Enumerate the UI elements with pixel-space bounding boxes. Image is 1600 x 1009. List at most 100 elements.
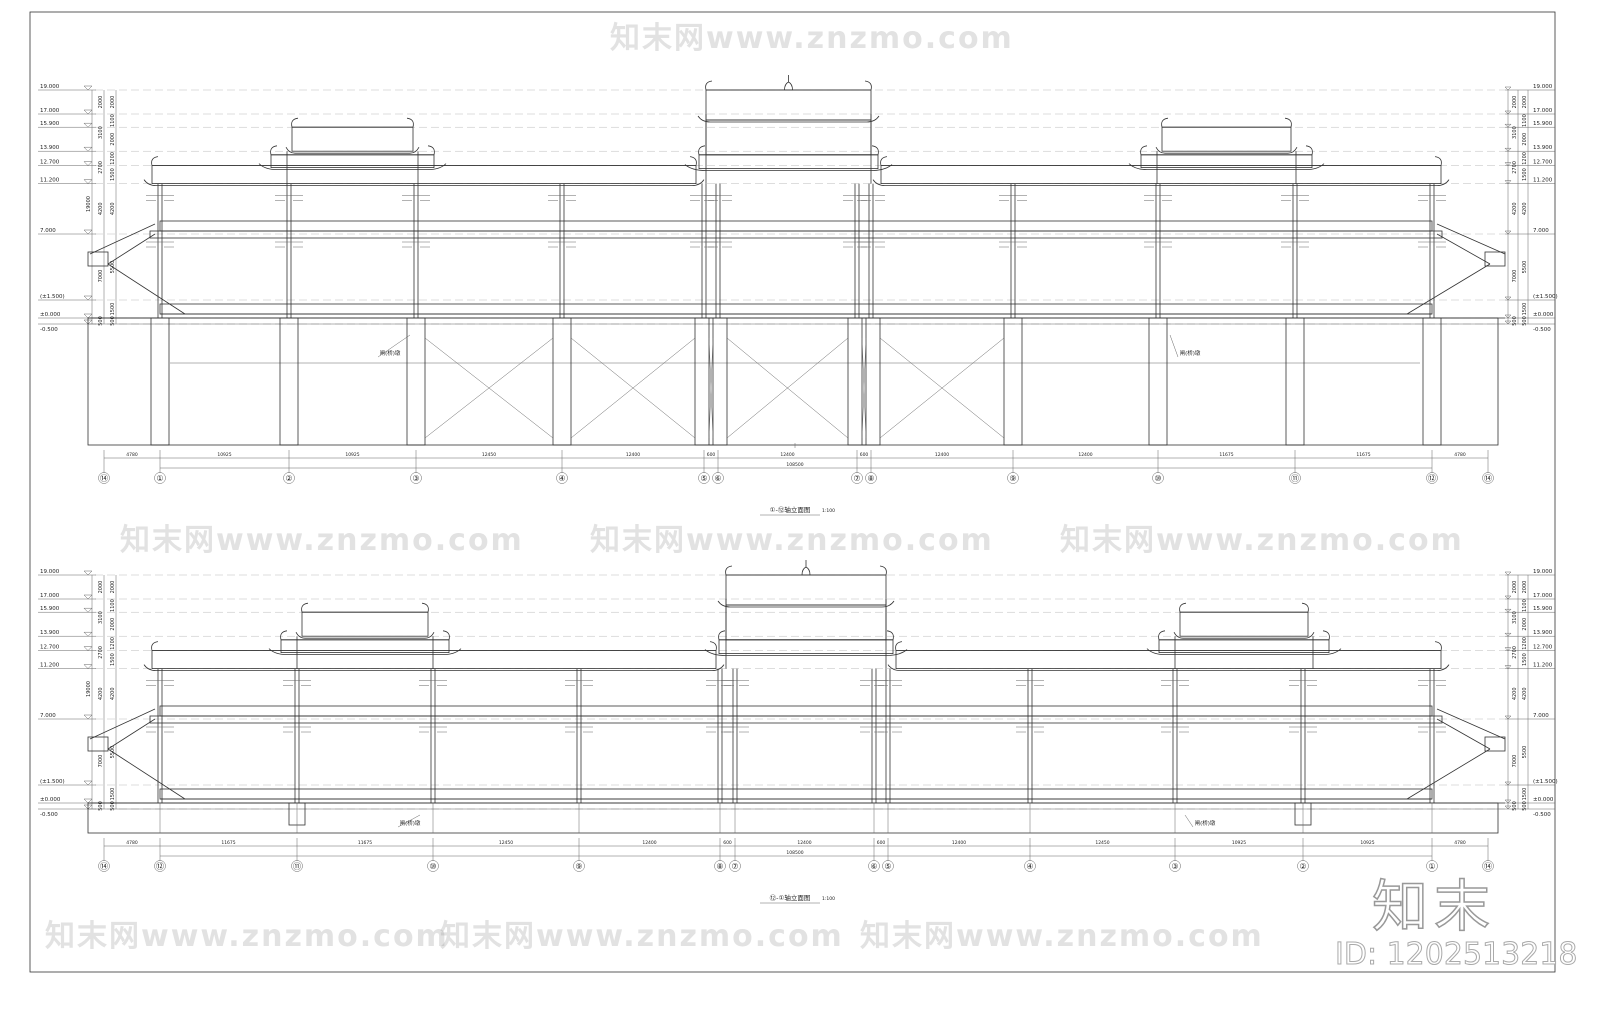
level-label: 11.200 xyxy=(1533,178,1553,184)
elevation-scale: 1:100 xyxy=(822,508,835,514)
central-lower-eave-ridge-end xyxy=(871,145,879,155)
pavilion-roof xyxy=(1161,126,1292,152)
level-label: ±0.000 xyxy=(40,797,61,803)
level-label: ±0.000 xyxy=(1533,797,1554,803)
level-triangle xyxy=(83,570,93,576)
second-floor-balustrade xyxy=(159,705,1433,717)
dimension-label: 1200 xyxy=(1522,637,1528,650)
level-label: 13.900 xyxy=(40,145,60,151)
span-dimension-label: 10925 xyxy=(1360,840,1374,846)
pavilion-roof-eave xyxy=(295,632,435,639)
pavilion-roof xyxy=(291,126,414,152)
axis-bubble xyxy=(291,860,303,872)
corridor-roof-ridge-end xyxy=(1434,641,1442,651)
dimension-label: 2000 xyxy=(1522,133,1528,146)
dimension-label: 500 xyxy=(1512,801,1518,811)
level-label: 19.000 xyxy=(1533,569,1553,575)
level-label: 7.000 xyxy=(1533,713,1549,719)
elevation-scale: 1:100 xyxy=(822,896,835,902)
axis-bubble xyxy=(865,472,877,484)
base-outline xyxy=(87,802,1499,834)
axis-bubble xyxy=(154,472,166,484)
span-dimension-label: 10925 xyxy=(345,452,359,458)
span-dimension-label: 12450 xyxy=(482,452,496,458)
left-stair-landing xyxy=(87,251,109,267)
pavilion-lower-eave-eave xyxy=(258,163,447,170)
span-dimension-label: 11675 xyxy=(221,840,235,846)
corridor-roof-ridge-end xyxy=(1434,156,1442,166)
level-label: 12.700 xyxy=(1533,645,1553,651)
axis-label: ① xyxy=(156,474,163,483)
axis-label: ⑭ xyxy=(100,474,108,483)
axis-bubble xyxy=(714,860,726,872)
pavilion-roof-ridge-end xyxy=(1284,117,1292,128)
pier-label: 闸(桥)墩 xyxy=(400,819,421,827)
axis-bubble xyxy=(698,472,710,484)
dimension-label: 2000 xyxy=(1522,581,1528,594)
axis-bubble xyxy=(1007,472,1019,484)
pier xyxy=(1285,317,1305,446)
dimension-label: 2000 xyxy=(110,581,116,594)
span-dimension-label: 12400 xyxy=(1078,452,1092,458)
axis-label: ⑤ xyxy=(884,862,891,871)
axis-bubble xyxy=(1482,472,1494,484)
central-roof-eave xyxy=(697,115,880,123)
axis-bubble xyxy=(1297,860,1309,872)
span-dimension-label: 11675 xyxy=(358,840,372,846)
dimension-label: 4200 xyxy=(98,202,104,215)
dimension-label: 2000 xyxy=(110,618,116,631)
dimension-label: 5500 xyxy=(1522,746,1528,759)
pavilion-roof-ridge-end xyxy=(301,602,309,613)
axis-bubble xyxy=(1152,472,1164,484)
second-floor-balustrade xyxy=(159,220,1433,232)
span-dimension-label: 10925 xyxy=(1232,840,1246,846)
axis-label: ⑨ xyxy=(575,862,582,871)
dimension-label: 5500 xyxy=(1522,261,1528,274)
level-triangle xyxy=(83,122,93,128)
roof-finial xyxy=(801,560,811,576)
level-label: 17.000 xyxy=(40,108,60,114)
dimension-label: 1500 xyxy=(110,653,116,666)
axis-bubble xyxy=(1024,860,1036,872)
pavilion-lower-eave-eave xyxy=(1146,648,1342,655)
axis-label: ⑭ xyxy=(1484,862,1492,871)
pier xyxy=(1148,317,1168,446)
level-triangle xyxy=(83,229,93,235)
central-lower-eave xyxy=(718,639,894,654)
axis-label: ⑥ xyxy=(870,862,877,871)
dimension-label: 500 xyxy=(110,801,116,811)
sheet-border xyxy=(29,11,1556,973)
left-stair-landing xyxy=(87,736,109,752)
central-roof-ridge-end xyxy=(725,565,733,576)
pavilion-lower-eave-ridge-end xyxy=(442,630,450,640)
first-floor-balustrade xyxy=(159,303,1433,315)
roof-finial xyxy=(784,75,793,91)
dimension-label: 7000 xyxy=(1512,270,1518,283)
axis-label: ⑫ xyxy=(156,862,164,871)
dimension-label: 7000 xyxy=(98,755,104,768)
pier xyxy=(861,317,881,446)
pavilion-roof-ridge-end xyxy=(1161,117,1169,128)
leader-line xyxy=(377,334,411,358)
axis-bubble xyxy=(1169,860,1181,872)
axis-label: ③ xyxy=(412,474,419,483)
dimension-label: 500 xyxy=(1522,316,1528,326)
dimension-label: 2000 xyxy=(1512,96,1518,109)
dimension-label: 2000 xyxy=(1522,96,1528,109)
pavilion-lower-eave-ridge-end xyxy=(280,630,288,640)
level-label: 15.900 xyxy=(40,121,60,127)
span-dimension-label: 4780 xyxy=(1454,452,1466,458)
pavilion-lower-eave-ridge-end xyxy=(1158,630,1166,640)
axis-label: ⑦ xyxy=(853,474,860,483)
level-triangle xyxy=(83,664,93,669)
pavilion-lower-eave-ridge-end xyxy=(1305,145,1313,155)
left-stair xyxy=(89,708,186,800)
axis-bubble xyxy=(1482,860,1494,872)
level-label: 19.000 xyxy=(40,569,60,575)
dimension-label: 1500 xyxy=(1522,788,1528,801)
level-label: (±1.500) xyxy=(1533,779,1558,785)
pavilion-roof-ridge-end xyxy=(1179,602,1187,613)
pavilion-lower-eave-ridge-end xyxy=(1322,630,1330,640)
watermark: 知末网www.znzmo.com xyxy=(120,523,524,558)
